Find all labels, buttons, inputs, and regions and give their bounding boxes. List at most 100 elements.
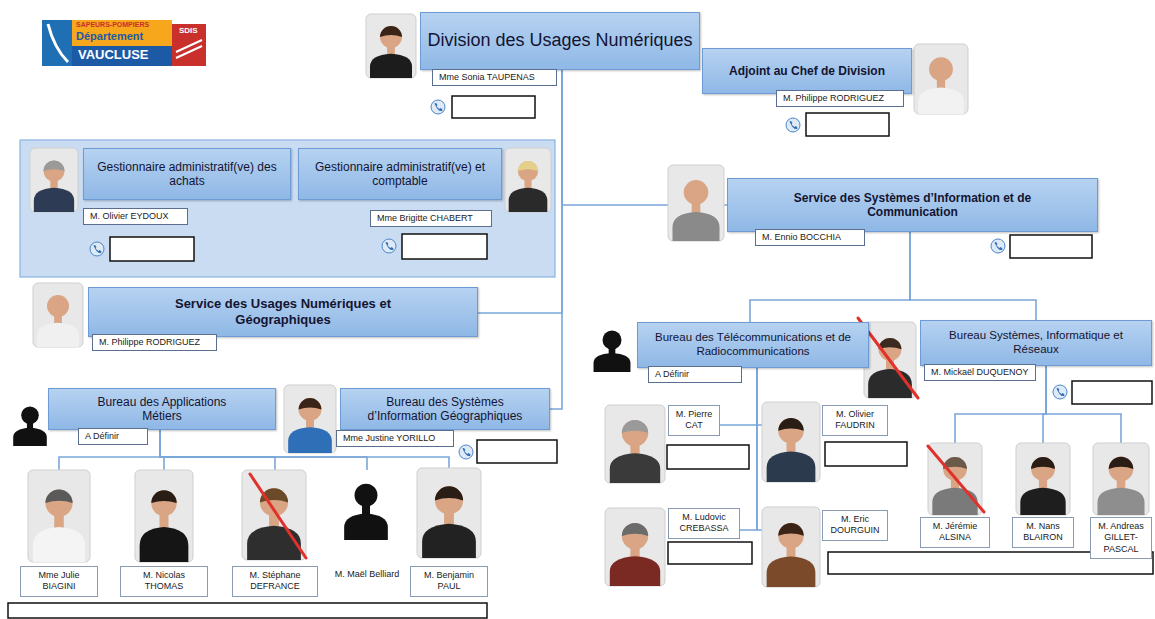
phone-field [825, 442, 907, 466]
phone-box [668, 542, 752, 564]
phone-box [825, 442, 907, 466]
staff-card: M. Eric DOURGUIN [762, 507, 888, 587]
phone-icon-ring [991, 239, 1005, 253]
photo-head [380, 26, 402, 48]
org-connector [160, 430, 275, 470]
phone-icon-ring [382, 239, 396, 253]
photo-frame [762, 402, 820, 482]
portrait [762, 507, 820, 587]
phone-field [786, 113, 889, 136]
photo-head [435, 486, 463, 514]
phone-field [382, 234, 487, 259]
cross-out-mark [250, 474, 306, 558]
unit-box: Gestionnaire administratif(ve) et compta… [298, 148, 502, 200]
photo-frame [284, 385, 336, 453]
phone-icon-ring [459, 445, 473, 459]
logo-text: SAPEURS-POMPIERS [76, 21, 149, 29]
unit-box: Gestionnaire administratif(ve) des achat… [83, 148, 291, 200]
phone-icon-ring [431, 100, 445, 114]
person-name: M. Pierre CAT [672, 409, 716, 432]
person-name: A Définir [655, 369, 689, 379]
staff-card: M. Maël Belliard [330, 470, 404, 583]
photo-head [21, 406, 39, 424]
photo-head [622, 420, 648, 446]
photo-body [767, 452, 816, 482]
photo-frame [242, 470, 306, 560]
person-name: M. Andreas GILLET-PASCAL [1094, 521, 1148, 555]
name-plate: M. Stéphane DEFRANCE [232, 566, 318, 597]
phone-handset [1057, 388, 1065, 396]
name-plate: M. Benjamin PAUL [410, 566, 488, 597]
phone-icon [1053, 385, 1067, 399]
unit-box: Division des Usages Numériques [420, 12, 700, 70]
staff-card: M. Andreas GILLET-PASCAL [1090, 443, 1152, 559]
phone-box [402, 234, 487, 259]
photo-body [868, 369, 912, 398]
photo-body [370, 54, 412, 78]
photo-frame [1093, 443, 1149, 515]
portrait [605, 405, 665, 483]
phone-field [991, 235, 1092, 258]
unit-node: Bureau Systèmes, Informatique et Réseaux… [920, 320, 1152, 366]
portrait [366, 14, 416, 78]
staff-card: M. Nicolas THOMAS [120, 470, 208, 597]
person-name: M. Stéphane DEFRANCE [236, 570, 314, 593]
name-plate: M. Jérémie ALSINA [920, 517, 990, 548]
name-tab: Mme Brigitte CHABERT [370, 210, 492, 227]
photo-frame [914, 44, 968, 114]
person-name: M. Jérémie ALSINA [924, 521, 986, 544]
portrait [28, 470, 90, 562]
phone-handset [435, 103, 443, 111]
portrait [605, 508, 665, 586]
photo-frame [135, 470, 193, 562]
unit-title: Division des Usages Numériques [427, 30, 692, 52]
unit-title: Bureau des Télécommunications et de Radi… [646, 331, 860, 359]
photo-frame [668, 165, 724, 241]
name-plate: M. Maël Belliard [330, 566, 404, 583]
phone-field [90, 237, 194, 261]
unit-node: Bureau des Applications MétiersA Définir [48, 388, 276, 430]
photo-head [45, 489, 72, 516]
unit-box: Service des Systèmes d’Information et de… [727, 178, 1098, 232]
staff-card: M. Benjamin PAUL [410, 468, 488, 597]
unit-title: Bureau Systèmes, Informatique et Réseaux [929, 329, 1143, 357]
portrait [1016, 443, 1070, 515]
name-tab: Mme Justine YORILLO [336, 430, 454, 447]
portrait [344, 484, 388, 540]
phone-icon [459, 445, 473, 459]
phone-icon [991, 239, 1005, 253]
photo-body [33, 527, 85, 562]
portrait [914, 44, 968, 114]
photo-hair [622, 420, 648, 433]
portrait [668, 165, 724, 241]
photo-body [509, 188, 548, 212]
person-name: M. Nicolas THOMAS [124, 570, 204, 593]
person-name: M. Nans BLAIRON [1016, 521, 1070, 544]
portrait [594, 331, 631, 373]
person-name: M. Ludovic CREBASSA [672, 512, 736, 535]
photo-frame [1016, 443, 1070, 515]
phone-handset [995, 242, 1003, 250]
person-name: M. Philippe RODRIGUEZ [99, 337, 200, 347]
unit-box: Bureau des Applications Métiers [48, 388, 276, 430]
photo-frame [28, 470, 90, 562]
unit-box: Service des Usages Numériques et Géograp… [88, 287, 478, 337]
staff-card: M. Olivier FAUDRIN [762, 402, 888, 482]
phone-field [1053, 381, 1152, 404]
phone-icon [382, 239, 396, 253]
cross-out-mark [928, 446, 984, 512]
phone-icon [786, 118, 800, 132]
phone-field [459, 440, 557, 463]
staff-card: Mme Julie BIAGINI [20, 470, 98, 597]
photo-body [34, 188, 74, 212]
portrait [242, 470, 306, 560]
staff-card: M. Jérémie ALSINA [920, 443, 990, 548]
photo-hair [778, 523, 804, 536]
photo-body [932, 488, 977, 515]
phone-box [806, 113, 889, 136]
staff-card: M. Nans BLAIRON [1012, 443, 1074, 548]
person-name: A Définir [85, 431, 119, 441]
photo-hair [1109, 457, 1134, 469]
photo-body [918, 87, 963, 114]
person-name: M. Philippe RODRIGUEZ [783, 93, 884, 103]
